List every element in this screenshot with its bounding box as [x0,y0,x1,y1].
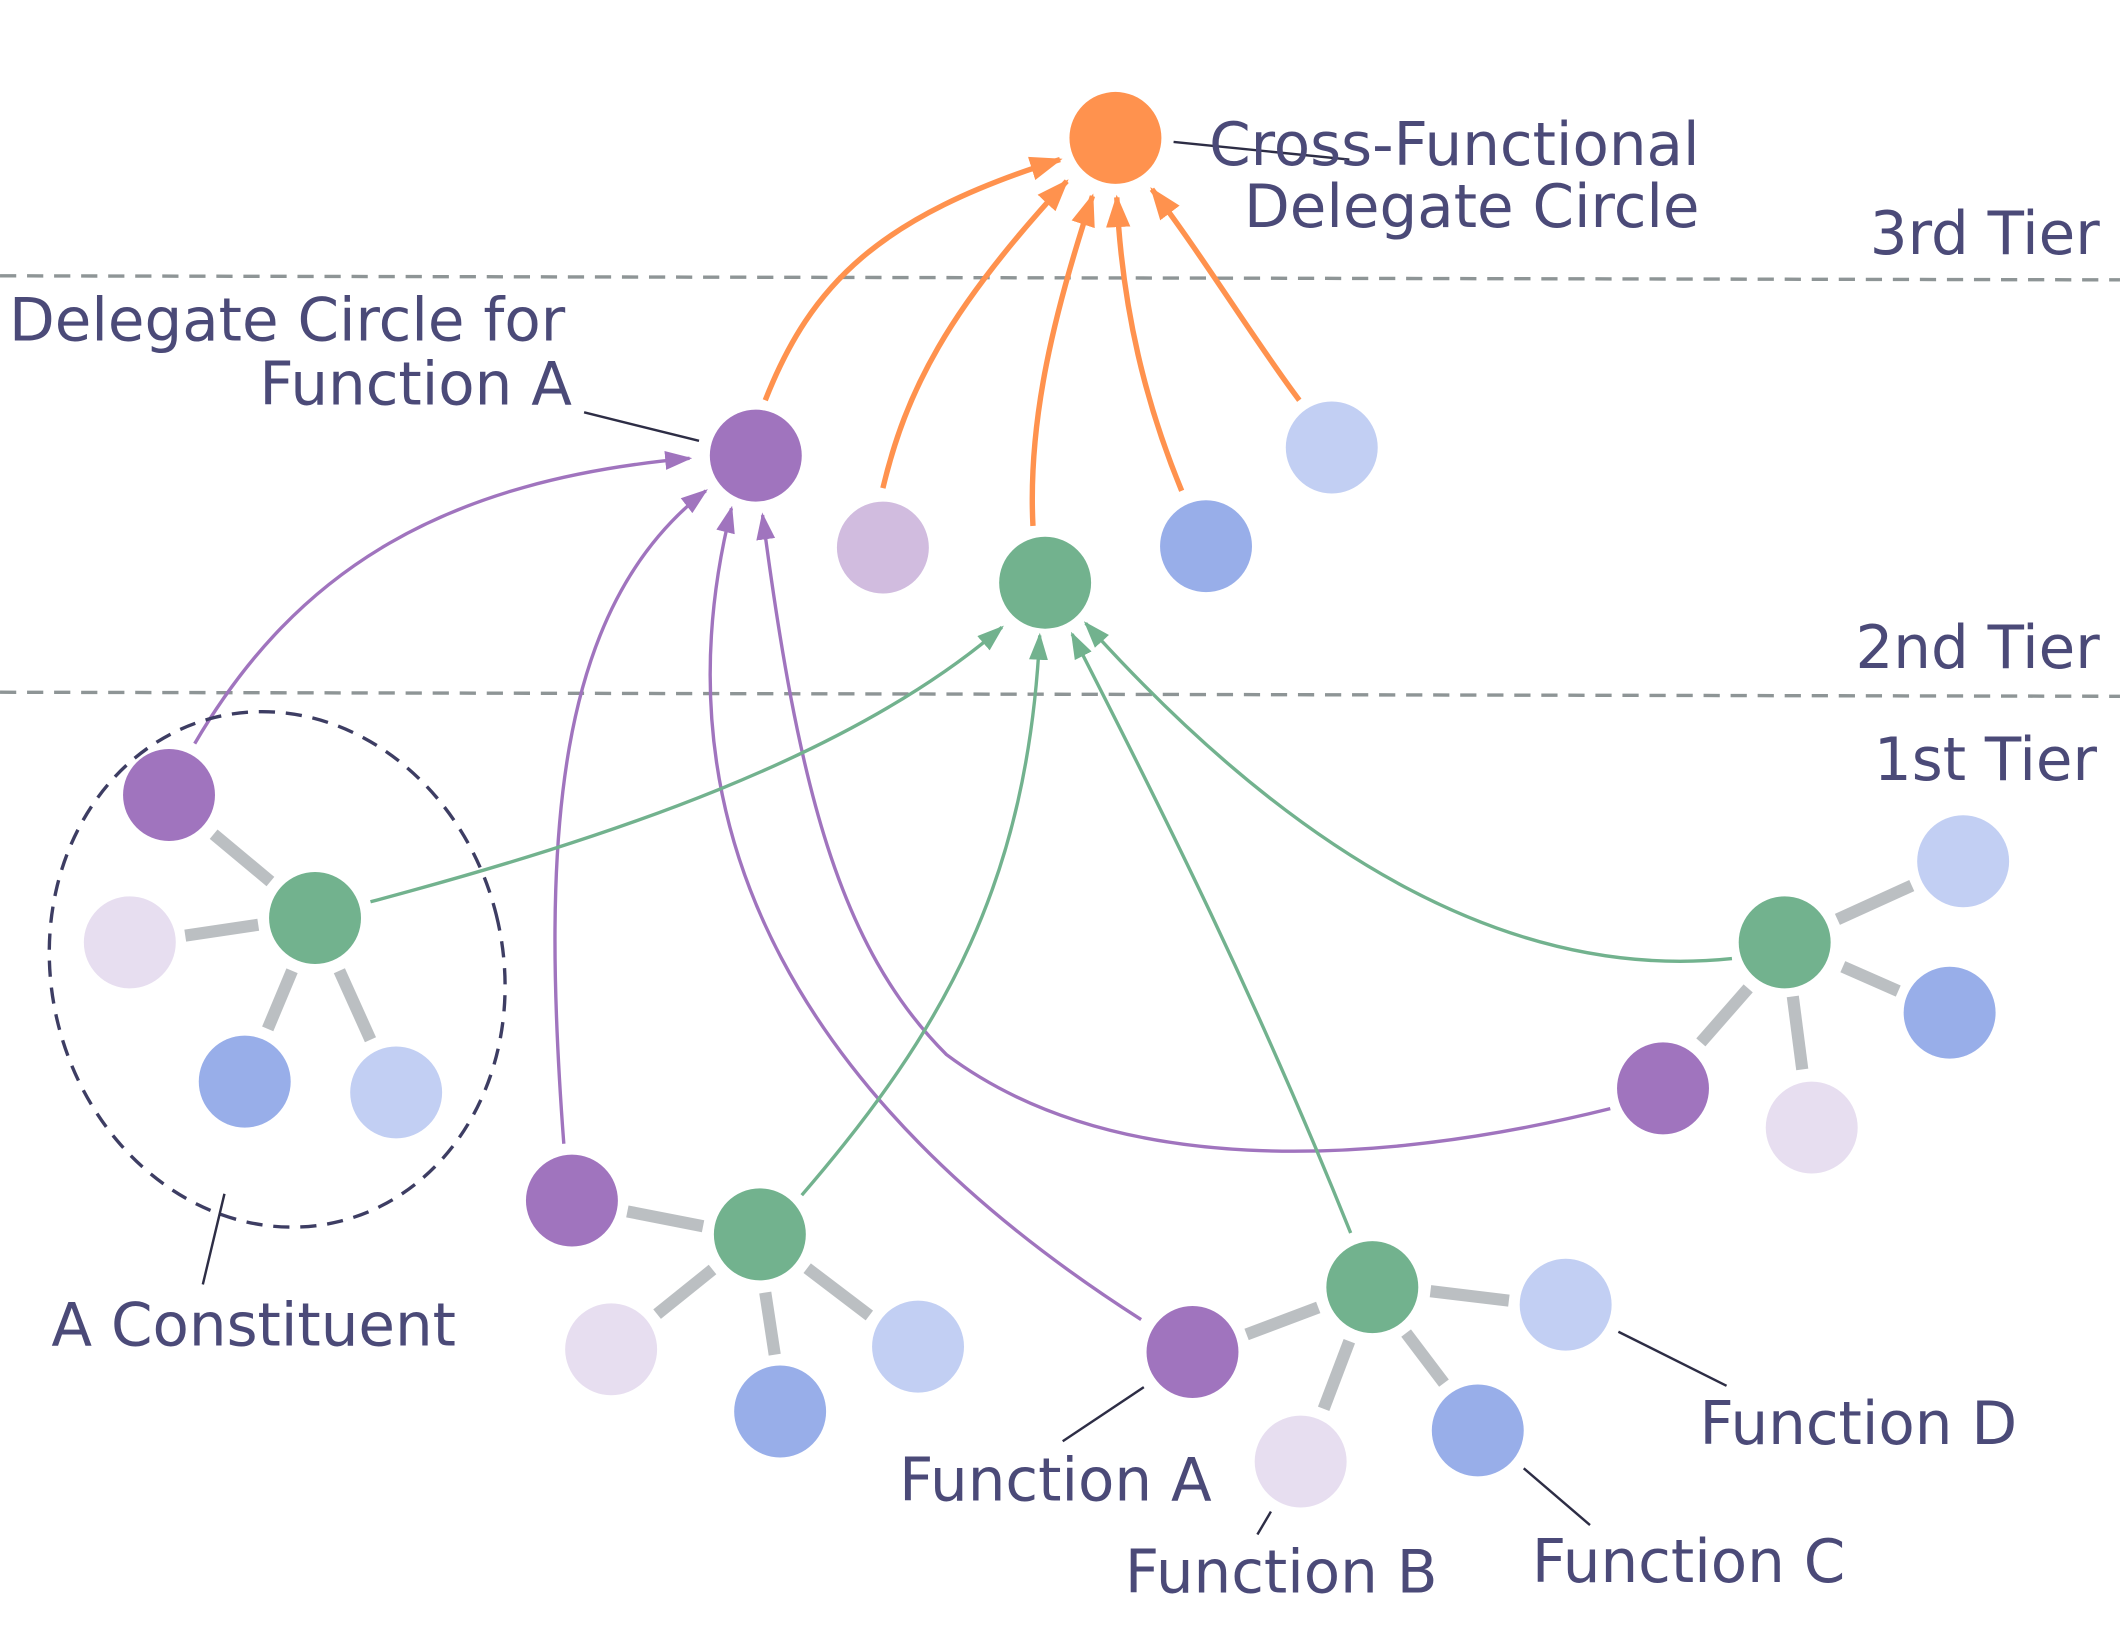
edge-light-purple-to-cross [880,179,1069,489]
cluster-link [333,968,377,1043]
edge-right-purple-to-delegate [756,512,1611,1153]
label-tier2: 2nd Tier [1855,614,2100,683]
tier2-light-blue-node [1285,401,1378,494]
cross-functional-node [1069,91,1162,184]
edge-green-to-cross [1029,193,1096,527]
label-delegate-circle-line2: Function A [259,350,572,419]
label-cross-functional-line1: Cross-Functional [1209,111,1699,180]
label-function-c: Function C [1532,1528,1845,1597]
function-d-node [1519,1258,1612,1351]
left-purple-node [123,749,215,841]
leader-function-d [1617,1330,1728,1387]
label-function-b: Function B [1125,1539,1438,1608]
label-tier3: 3rd Tier [1870,200,2100,269]
left-blue-node [198,1035,291,1128]
leader-lines [201,140,1728,1536]
cluster-link [184,918,260,942]
cluster-link [626,1205,705,1233]
label-cross-functional-line2: Delegate Circle [1244,173,1699,242]
tier2-light-purple-node [836,501,929,594]
green-edges [370,621,1733,1234]
tier2-divider [0,690,2120,698]
edge-light-blue-to-cross [1149,187,1302,402]
leader-delegate-a [583,411,700,442]
cluster-link [1840,961,1901,997]
cluster-link [653,1264,717,1319]
edge-left-purple-to-delegate [193,451,693,745]
edge-delegate-a-to-cross [762,156,1063,402]
left-light-blue-node [350,1046,443,1139]
mid-blue-node [734,1365,827,1458]
cluster-links [184,829,1915,1411]
cluster-link [262,968,298,1032]
tier2-green-node [999,536,1092,629]
cluster-link [209,829,275,887]
left-lavender-node [83,896,176,989]
function-c-node [1431,1384,1524,1477]
function-a-node [1146,1306,1239,1398]
cluster-link [759,1291,781,1356]
function-b-node [1254,1415,1347,1508]
cluster-link [1429,1285,1510,1307]
leader-constituent [201,1193,226,1285]
right-green-node [1738,896,1831,989]
constituent-outline [47,709,507,1229]
bottom-green-node [1326,1241,1419,1334]
nodes [83,91,2010,1508]
right-purple-node [1617,1042,1709,1135]
edge-blue-to-cross [1106,194,1185,492]
delegate-circle-a-node [709,409,802,502]
leader-cross-functional [1173,140,1350,161]
edge-mid-green-to-tier2 [800,632,1048,1197]
label-function-d: Function D [1700,1390,2018,1459]
label-tier1: 1st Tier [1874,726,2098,795]
edge-left-green-to-tier2 [370,625,1004,904]
edge-bottom-purple-to-delegate [708,505,1143,1321]
mid-green-node [713,1188,806,1281]
right-blue-node [1903,966,1996,1059]
tier2-blue-node [1160,500,1252,593]
cluster-link [803,1263,874,1321]
right-light-blue-node [1917,815,2010,908]
edge-right-green-to-tier2 [1083,621,1733,963]
cluster-link [1696,984,1753,1047]
cluster-link [1786,995,1809,1071]
label-delegate-circle-line1: Delegate Circle for [9,287,566,356]
tier3-divider [0,274,2120,282]
mid-lavender-node [565,1303,658,1396]
labels: Cross-Functional Delegate Circle Delegat… [9,111,2100,1608]
cluster-link [1401,1329,1449,1387]
leader-function-a [1062,1386,1145,1443]
mid-purple-node [525,1154,618,1247]
left-green-node [269,872,362,964]
cluster-link [1834,880,1915,925]
right-lavender-node [1765,1081,1858,1174]
leader-function-c [1522,1467,1591,1527]
label-function-a: Function A [899,1447,1212,1516]
orange-edges [762,156,1302,527]
leader-function-b [1256,1510,1272,1536]
cluster-link [1244,1301,1321,1341]
purple-edges [193,451,1611,1321]
edge-bottom-green-to-tier2 [1070,631,1353,1234]
edge-mid-purple-to-delegate [553,489,708,1144]
mid-light-blue-node [872,1300,965,1393]
cluster-link [1317,1339,1356,1411]
label-constituent: A Constituent [51,1291,456,1360]
